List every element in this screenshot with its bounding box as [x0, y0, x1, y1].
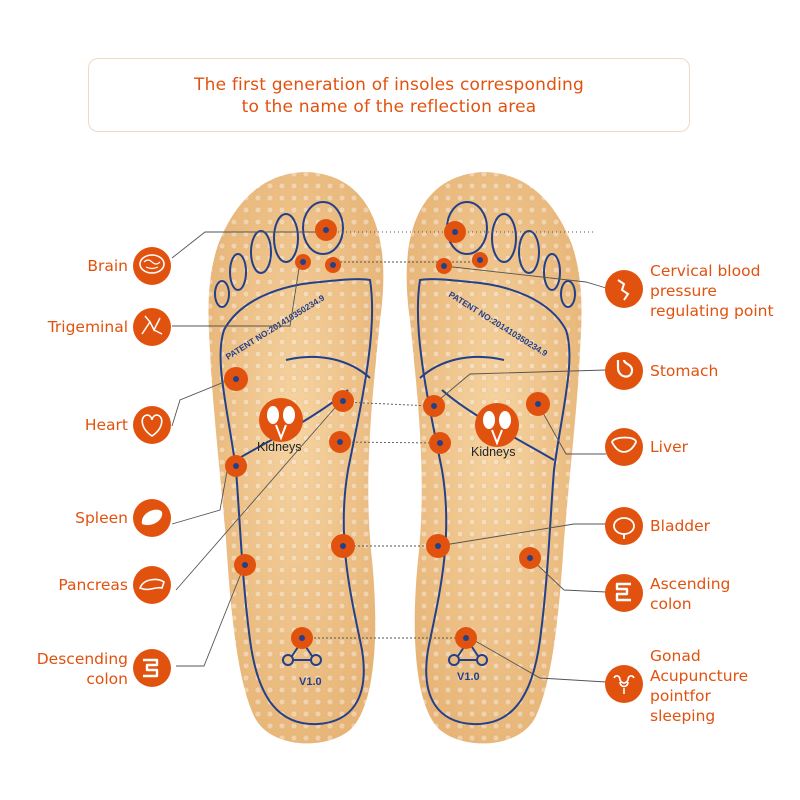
acupoint	[329, 431, 351, 453]
left-version-text: V1.0	[299, 676, 322, 688]
leader-lines	[171, 231, 607, 683]
acupoint	[472, 252, 488, 268]
label-bladder: Bladder	[650, 517, 711, 535]
acupoint	[234, 554, 256, 576]
title-line-2: to the name of the reflection area	[241, 97, 537, 117]
acupoint	[325, 257, 341, 273]
brain-icon	[133, 247, 171, 285]
acupoint	[225, 455, 247, 477]
acupoint	[332, 390, 354, 412]
uterus-icon	[605, 665, 643, 703]
bladder-icon	[605, 507, 643, 545]
left-kidney-icon	[259, 398, 303, 442]
acupoint	[295, 254, 311, 270]
acupoint	[526, 392, 550, 416]
label-trigeminal: Trigeminal	[47, 318, 128, 336]
acupoint	[423, 395, 445, 417]
ascending-colon-icon	[605, 574, 643, 612]
label-descending-colon: Descending colon	[36, 650, 128, 688]
heart-organ-icon	[133, 406, 171, 444]
acupoint	[291, 627, 313, 649]
right-version-text: V1.0	[457, 671, 480, 683]
label-pancreas: Pancreas	[58, 576, 128, 594]
right-kidney-icon	[475, 403, 519, 447]
liver-icon	[605, 428, 643, 466]
acupoint-dots	[224, 219, 550, 649]
acupoint	[426, 534, 450, 558]
left-insole: PATENT NO:201410350234.9 Kidneys V1.0	[208, 172, 384, 744]
acupoint	[519, 547, 541, 569]
stomach-icon	[605, 352, 643, 390]
acupoint	[444, 221, 466, 243]
label-spleen: Spleen	[75, 509, 128, 527]
right-insole	[406, 172, 582, 744]
label-gonad: Gonad Acupuncture pointfor sleeping	[650, 647, 749, 725]
left-insole-outline	[219, 278, 374, 726]
acupoint	[224, 367, 248, 391]
descending-colon-icon	[133, 649, 171, 687]
acupoint	[315, 219, 337, 241]
label-stomach: Stomach	[650, 362, 719, 380]
title-box: The first generation of insoles correspo…	[88, 58, 690, 132]
label-brain: Brain	[87, 257, 128, 275]
left-kidneys-label: Kidneys	[257, 440, 301, 454]
label-liver: Liver	[650, 438, 689, 456]
acupoint	[331, 534, 355, 558]
acupoint	[429, 432, 451, 454]
pancreas-icon	[133, 566, 171, 604]
title-line-1: The first generation of insoles correspo…	[194, 75, 584, 95]
acupoint	[436, 258, 452, 274]
right-icons	[605, 270, 643, 703]
spleen-icon	[133, 499, 171, 537]
right-kidneys-label: Kidneys	[471, 445, 515, 459]
acupoint	[455, 627, 477, 649]
trigeminal-nerve-icon	[133, 308, 171, 346]
label-cervical-blood-pressure: Cervical blood pressure regulating point	[650, 262, 774, 320]
left-icons	[133, 247, 171, 687]
label-heart: Heart	[84, 416, 128, 434]
cervical-spine-icon	[605, 270, 643, 308]
label-ascending-colon: Ascending colon	[650, 575, 731, 613]
